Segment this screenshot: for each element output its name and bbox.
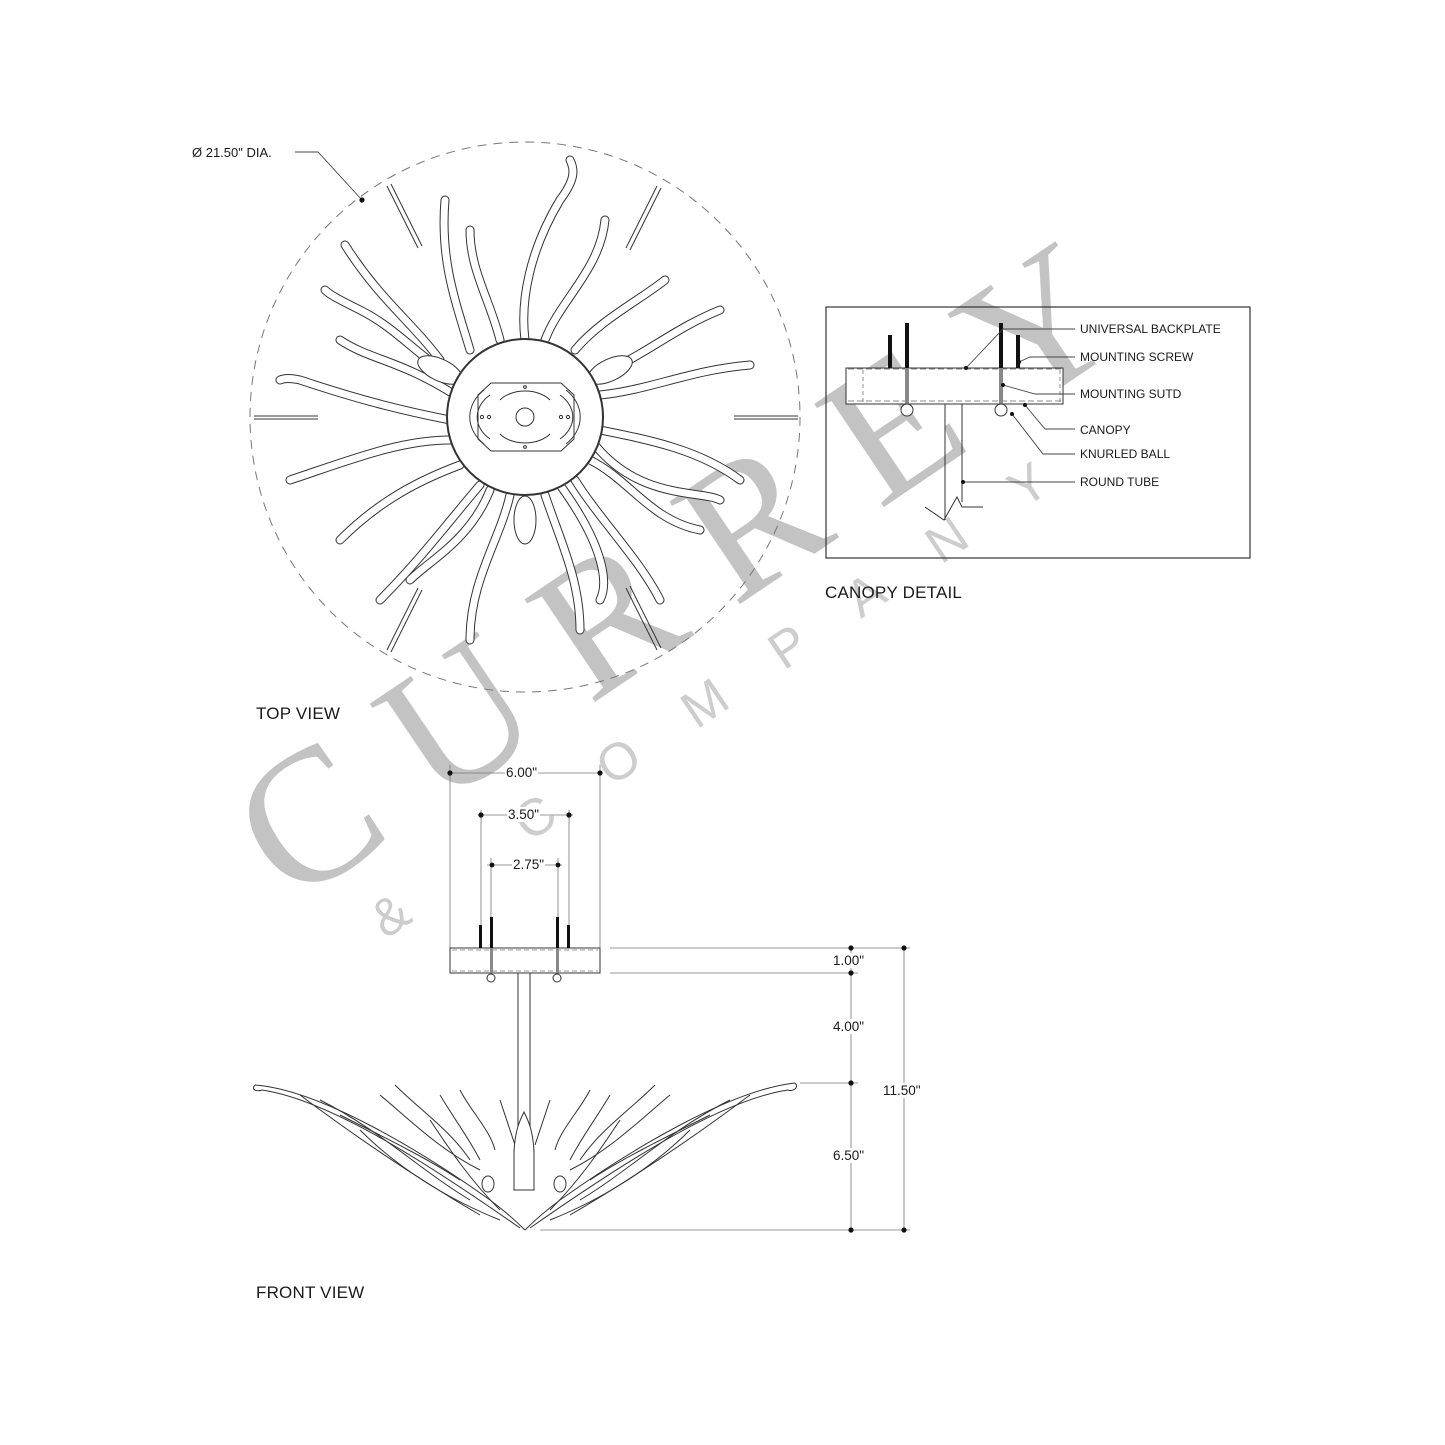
canopy-detail-title: CANOPY DETAIL [825, 583, 963, 602]
branches [275, 155, 755, 645]
bowl-branches [252, 1082, 798, 1231]
callout-round-tube: ROUND TUBE [1080, 475, 1160, 489]
candle-bulbs [417, 355, 633, 545]
dim-canopy-height: 1.00" [832, 953, 866, 968]
dim-overall-height: 11.50" [882, 1083, 922, 1098]
backplate [469, 382, 581, 452]
dim-backplate-width: 3.50" [507, 807, 541, 822]
callout-mounting-stud: MOUNTING SUTD [1080, 387, 1182, 401]
callout-universal-backplate: UNIVERSAL BACKPLATE [1080, 322, 1221, 336]
front-view-title: FRONT VIEW [256, 1283, 365, 1302]
top-view-title: TOP VIEW [256, 704, 341, 723]
diameter-label: Ø 21.50" DIA. [192, 145, 272, 160]
spoke-lines [254, 183, 798, 653]
dim-tube-length: 4.00" [832, 1019, 866, 1034]
diameter-circle [249, 141, 801, 693]
dim-bowl-height: 6.50" [832, 1148, 866, 1163]
callout-mounting-screw: MOUNTING SCREW [1080, 350, 1194, 364]
canopy-detail-frame [825, 306, 1251, 559]
callout-canopy: CANOPY [1080, 423, 1131, 437]
dim-canopy-width: 6.00" [505, 765, 539, 780]
diameter-leader [295, 151, 363, 201]
canopy-circle [446, 338, 604, 496]
callout-knurled-ball: KNURLED BALL [1080, 447, 1171, 461]
dim-stud-spacing: 2.75" [512, 857, 546, 872]
